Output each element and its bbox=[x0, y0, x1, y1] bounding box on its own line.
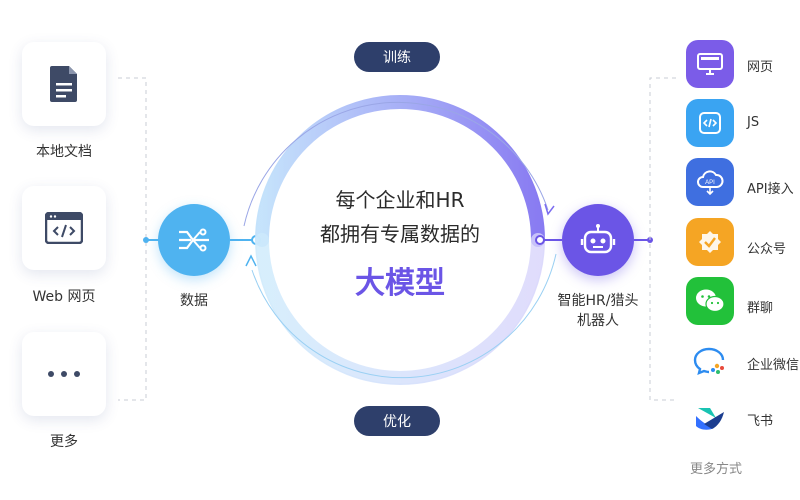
channel-web-label: 网页 bbox=[747, 60, 774, 75]
data-flow-icon bbox=[179, 228, 209, 252]
source-card-more bbox=[22, 332, 106, 416]
channel-js[interactable] bbox=[686, 99, 734, 147]
bot-node-label-2: 机器人 bbox=[577, 313, 619, 329]
bracket-dot bbox=[143, 237, 149, 243]
channel-api[interactable]: API bbox=[686, 158, 734, 206]
code-window-icon bbox=[45, 212, 83, 244]
bot-node-label-1: 智能HR/猎头 bbox=[557, 293, 639, 309]
more-channels-label: 更多方式 bbox=[690, 462, 743, 477]
feishu-icon bbox=[696, 408, 724, 430]
channel-wecom[interactable] bbox=[686, 337, 734, 385]
channel-group-chat[interactable] bbox=[686, 277, 734, 325]
bottom-arrow-arc bbox=[251, 253, 557, 379]
ellipsis-icon bbox=[48, 371, 80, 377]
monitor-icon bbox=[697, 53, 723, 75]
train-pill: 训练 bbox=[354, 42, 440, 72]
svg-text:API: API bbox=[705, 180, 715, 186]
source-label-local-docs: 本地文档 bbox=[36, 144, 92, 160]
api-cloud-icon: API bbox=[697, 170, 724, 195]
channel-feishu[interactable] bbox=[686, 394, 734, 442]
source-card-local-docs bbox=[22, 42, 106, 126]
channel-official-account-label: 公众号 bbox=[747, 242, 787, 257]
left-bracket bbox=[118, 77, 147, 401]
right-bracket bbox=[649, 77, 676, 401]
robot-icon bbox=[580, 224, 616, 254]
top-arrow-arc bbox=[243, 101, 549, 227]
data-node-label: 数据 bbox=[180, 293, 208, 309]
center-line-1: 每个企业和HR bbox=[335, 188, 465, 212]
source-label-web: Web 网页 bbox=[32, 289, 96, 305]
js-icon bbox=[699, 112, 721, 134]
ring-right-dot bbox=[535, 235, 545, 245]
optimize-pill: 优化 bbox=[354, 406, 440, 436]
wechat-icon bbox=[696, 289, 725, 313]
center-line-2: 都拥有专属数据的 bbox=[320, 222, 480, 246]
channel-web[interactable] bbox=[686, 40, 734, 88]
channel-api-label: API接入 bbox=[747, 182, 794, 197]
bottom-arrow-head bbox=[245, 254, 257, 267]
bot-node bbox=[562, 204, 634, 276]
official-account-icon bbox=[699, 231, 721, 253]
source-card-web bbox=[22, 186, 106, 270]
channel-official-account[interactable] bbox=[686, 218, 734, 266]
center-highlight: 大模型 bbox=[355, 266, 445, 301]
document-icon bbox=[50, 66, 77, 102]
channel-js-label: JS bbox=[747, 115, 760, 130]
top-arrow-head bbox=[544, 203, 555, 216]
channel-wecom-label: 企业微信 bbox=[747, 358, 800, 373]
channel-feishu-label: 飞书 bbox=[747, 414, 774, 429]
data-node bbox=[158, 204, 230, 276]
channel-group-chat-label: 群聊 bbox=[747, 301, 774, 316]
wecom-icon bbox=[693, 347, 725, 375]
source-label-more: 更多 bbox=[50, 434, 78, 450]
